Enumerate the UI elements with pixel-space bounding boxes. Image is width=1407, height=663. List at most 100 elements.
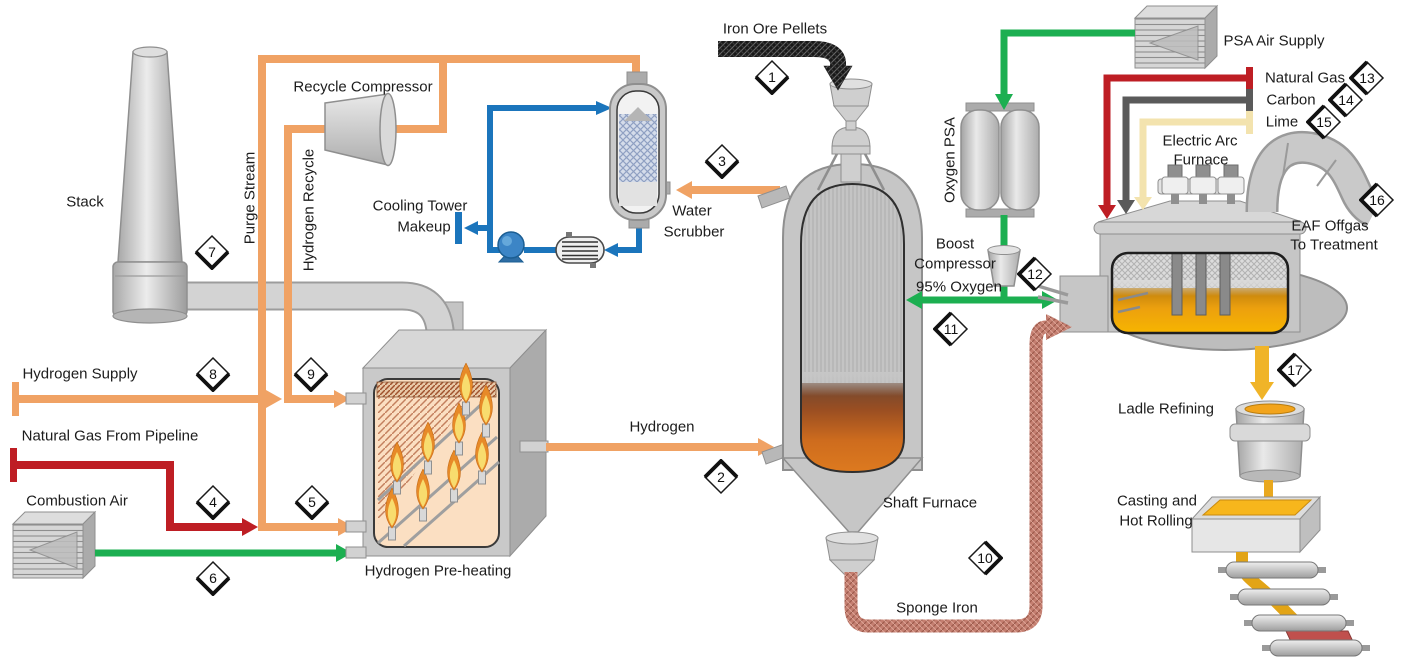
hydrogen-pipe-arrows [12,120,396,536]
molten-steel-surface [1201,499,1313,516]
eaf-offgas-label-2: To Treatment [1290,236,1378,254]
water-scrubber [609,71,671,229]
stream-number: 17 [1287,362,1303,378]
stream-marker-3: 3 [704,143,740,179]
oxygen-lines [906,29,1135,309]
natural-gas-piping [10,448,258,536]
diamond-icon [703,459,739,495]
oxygen-psa-label: Oxygen PSA [941,117,959,203]
electrode [1171,253,1183,316]
fan-arrow-icon [1148,25,1199,61]
boost-compressor-label-1: Boost [935,235,975,253]
combustion-air-blower [11,510,97,580]
compressor-inlet-pipe [396,59,447,133]
diamond-icon [754,59,790,95]
port-air-in [345,546,367,559]
stream-number: 1 [768,69,776,85]
purge-stream-pipe [258,55,640,531]
iron-ore-pellets-label: Iron Ore Pellets [722,20,828,38]
eaf-label-1: Electric Arc [1162,132,1238,150]
stream-marker-5: 5 [294,484,330,520]
psa-air-supply-label: PSA Air Supply [1223,32,1325,50]
molten-steel-surface [1244,403,1296,415]
electrode-stations [1157,164,1245,204]
combustion-air-label: Combustion Air [26,492,128,510]
electric-arc-furnace [1037,130,1383,351]
combustion-air-line [95,544,352,562]
diamond-icon [1017,256,1053,292]
stream-marker-13: 13 [1349,60,1385,96]
ladle [1229,400,1311,500]
charging-box [1059,275,1109,333]
diamond-icon [195,356,231,392]
diamond-icon [1349,60,1385,96]
stream-marker-4: 4 [195,484,231,520]
diamond-icon [933,311,969,347]
diamond-icon [293,356,329,392]
hydrogen-piping [15,55,640,531]
cooling-tower-makeup-bar [455,212,462,244]
port-fuel-in [345,520,367,533]
circulation-pump [497,231,525,263]
packing-bed [619,114,657,182]
recycle-compressor [324,92,397,167]
stream-number: 8 [209,366,217,382]
boost-compressor-label-2: Compressor [914,255,996,273]
stream-number: 13 [1359,70,1375,86]
sponge-iron-pipe [844,314,1072,633]
stream-number: 11 [943,321,959,337]
iron-ore-feed-arrow [718,41,853,91]
hot-rolling-mill [1218,552,1370,657]
tap-stream [1250,346,1274,400]
diamond-icon [194,234,230,270]
stream-number: 7 [208,244,216,260]
stream-number: 12 [1027,266,1043,282]
sponge-iron-label: Sponge Iron [896,599,978,617]
lime-label: Lime [1265,113,1299,131]
casting-label-1: Casting and [1116,492,1198,510]
hydrogen-supply-label: Hydrogen Supply [22,365,138,383]
electrode-holder [1161,164,1189,204]
stream-number: 15 [1316,114,1332,130]
stream-marker-2: 2 [703,459,739,495]
port-hydrogen-out [519,440,549,453]
carbon-label: Carbon [1266,91,1316,109]
diamond-icon [195,484,231,520]
psa-bottom-header [965,208,1035,218]
electrode [1219,253,1231,316]
hydrogen-label: Hydrogen [629,418,695,436]
psa-top-header [965,102,1035,112]
roller [1230,588,1338,606]
psa-air-supply-blower [1133,4,1219,70]
stream-marker-17: 17 [1277,352,1313,388]
oxygen-purity-label: 95% Oxygen [916,278,1002,296]
water-scrubber-label-1: Water [672,202,712,220]
cooling-water-loop [455,101,642,268]
hydrogen-preheating-label: Hydrogen Pre-heating [364,562,512,580]
bottom-discharge-hopper [825,531,879,577]
diamond-icon [1306,104,1342,140]
purge-stream-label: Purge Stream [241,151,259,245]
eaf-additive-lines [1098,67,1253,219]
roof-ring [1093,221,1307,235]
diamond-icon [1359,182,1395,218]
fan-arrow-icon [28,531,78,569]
stream-number: 3 [718,153,726,169]
offgas-duct [1245,130,1383,227]
stream-number: 10 [977,550,993,566]
roller [1244,614,1354,632]
hydrogen-recycle-pipe [284,125,334,403]
hydrogen-supply-source-bar [12,382,19,416]
hydrogen-recycle-label: Hydrogen Recycle [300,148,318,272]
stream-marker-15: 15 [1306,104,1342,140]
reduction-zone [801,383,904,472]
offgas-to-scrubber-line [676,181,780,199]
casting-label-2: Hot Rolling [1119,512,1193,530]
stream-marker-1: 1 [754,59,790,95]
roller [1262,639,1370,657]
tube-bank [376,381,497,398]
water-scrubber-label-2: Scrubber [663,223,725,241]
stream-number: 6 [209,570,217,586]
stack-label: Stack [66,193,104,211]
